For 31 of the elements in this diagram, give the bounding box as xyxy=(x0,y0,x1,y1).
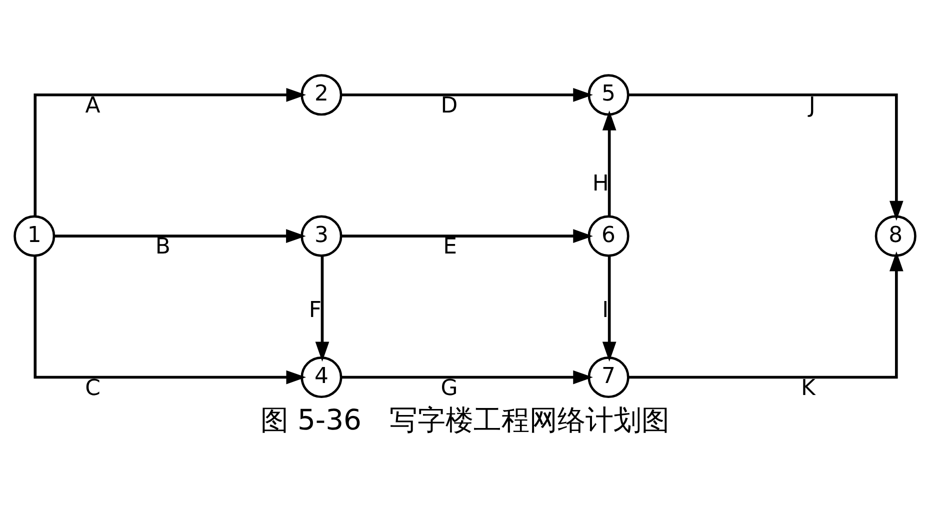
node-circle: 2 xyxy=(300,74,342,116)
edge-label: I xyxy=(602,298,609,323)
arrow xyxy=(315,255,330,362)
edge-label: A xyxy=(85,92,100,118)
node-circle: 8 xyxy=(874,214,916,256)
arrow xyxy=(341,370,593,384)
edge-label: B xyxy=(155,234,170,260)
arrow xyxy=(341,87,593,102)
arrow xyxy=(34,255,306,384)
arrow xyxy=(628,92,904,220)
edge-label: D xyxy=(440,92,458,118)
edge-label: H xyxy=(592,170,609,196)
edge-label: F xyxy=(308,298,322,323)
node-circle: 3 xyxy=(300,214,342,256)
arrow xyxy=(602,255,616,362)
edge-label: C xyxy=(85,375,100,400)
node-circle: 5 xyxy=(588,74,630,116)
edge-label: J xyxy=(808,92,816,118)
arrow xyxy=(54,228,306,243)
edge-label: E xyxy=(443,234,457,260)
edge-label: K xyxy=(801,375,816,400)
arrow xyxy=(628,250,904,378)
node-circle: 1 xyxy=(14,214,56,256)
arrow xyxy=(341,228,593,243)
node-circle: 6 xyxy=(588,214,630,256)
caption: 图 5-36 写字楼工程网络计划图 xyxy=(260,403,670,436)
edge-label: G xyxy=(440,375,458,400)
node-circle: 7 xyxy=(588,356,630,398)
arrow xyxy=(34,87,306,216)
node-circle: 4 xyxy=(300,356,342,398)
arrow xyxy=(602,110,616,216)
